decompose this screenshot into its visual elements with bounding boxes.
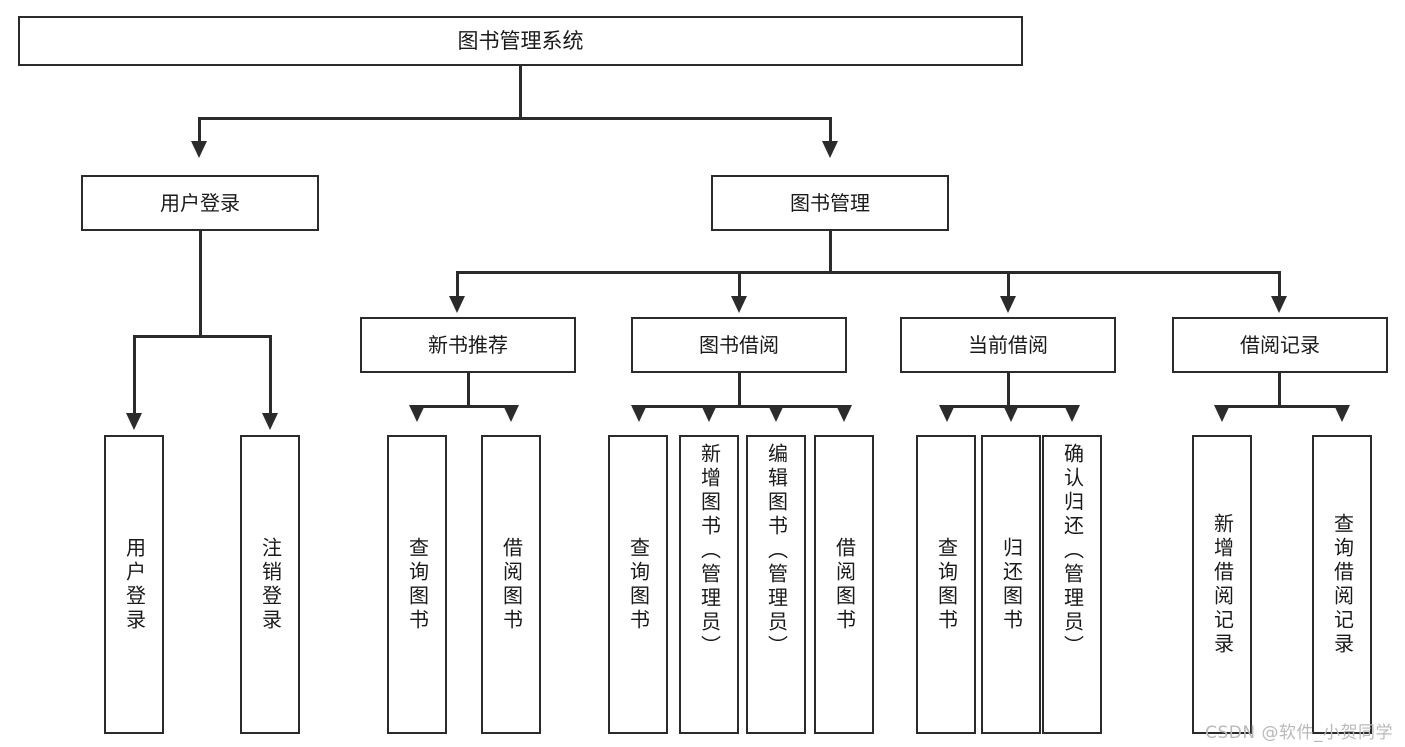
leaf-confirm-return-admin[interactable]: 确认归还（管理员）	[1042, 435, 1102, 734]
arrow-to-leaf-borrow-book-1	[503, 405, 519, 422]
arrow-to-leaf-query-book-2	[631, 405, 647, 422]
leaf-logout[interactable]: 注销登录	[240, 435, 300, 734]
arrow-to-leaf-add-record	[1214, 405, 1230, 422]
leaf-query-book-borrow[interactable]: 查询图书	[608, 435, 668, 734]
connector-level3-drop-1	[456, 271, 459, 298]
connector-level2-drop-1	[198, 117, 201, 143]
arrow-to-leaf-add-book	[701, 405, 717, 422]
connector-new-book-stem	[467, 373, 470, 406]
connector-level3-drop-2	[738, 271, 741, 298]
arrow-to-leaf-user-login	[126, 413, 142, 430]
node-borrow-record[interactable]: 借阅记录	[1172, 317, 1388, 373]
connector-book-borrow-stem	[738, 373, 741, 406]
node-current-borrow[interactable]: 当前借阅	[900, 317, 1116, 373]
arrow-to-leaf-query-record	[1334, 405, 1350, 422]
connector-book-borrow-bus	[638, 405, 844, 408]
connector-root-stem	[519, 66, 522, 117]
arrow-to-new-book-recommend	[449, 296, 465, 313]
leaf-return-book[interactable]: 归还图书	[981, 435, 1041, 734]
connector-user-login-bus	[133, 335, 272, 338]
leaf-query-borrow-record[interactable]: 查询借阅记录	[1312, 435, 1372, 734]
connector-user-login-drop-2	[269, 335, 272, 415]
arrow-to-current-borrow	[1000, 296, 1016, 313]
node-book-borrow[interactable]: 图书借阅	[631, 317, 847, 373]
leaf-user-login[interactable]: 用户登录	[104, 435, 164, 734]
connector-user-login-stem	[199, 231, 202, 335]
connector-current-borrow-stem	[1007, 373, 1010, 406]
leaf-edit-book-admin[interactable]: 编辑图书（管理员）	[746, 435, 806, 734]
node-new-book-recommend[interactable]: 新书推荐	[360, 317, 576, 373]
node-book-management[interactable]: 图书管理	[711, 175, 949, 231]
node-user-login[interactable]: 用户登录	[81, 175, 319, 231]
connector-borrow-record-bus	[1221, 405, 1341, 408]
connector-level3-drop-3	[1007, 271, 1010, 298]
arrow-to-leaf-query-book-1	[409, 405, 425, 422]
leaf-query-book-current[interactable]: 查询图书	[916, 435, 976, 734]
arrow-to-leaf-return-book	[1003, 405, 1019, 422]
leaf-borrow-book-recommend[interactable]: 借阅图书	[481, 435, 541, 734]
arrow-to-leaf-edit-book	[768, 405, 784, 422]
arrow-to-leaf-query-book-3	[939, 405, 955, 422]
leaf-add-book-admin[interactable]: 新增图书（管理员）	[679, 435, 739, 734]
node-root-book-management-system[interactable]: 图书管理系统	[18, 16, 1023, 66]
arrow-to-leaf-borrow-book-2	[836, 405, 852, 422]
connector-level2-bus	[198, 117, 832, 120]
connector-level3-drop-4	[1278, 271, 1281, 298]
connector-new-book-bus	[416, 405, 510, 408]
arrow-to-leaf-confirm-return	[1064, 405, 1080, 422]
connector-level2-drop-2	[829, 117, 832, 143]
connector-borrow-record-stem	[1278, 373, 1281, 406]
connector-book-management-stem	[829, 231, 832, 271]
arrow-to-leaf-logout	[262, 413, 278, 430]
connector-user-login-drop-1	[133, 335, 136, 415]
arrow-to-book-management	[822, 141, 838, 158]
arrow-to-borrow-record	[1271, 296, 1287, 313]
leaf-borrow-book[interactable]: 借阅图书	[814, 435, 874, 734]
leaf-add-borrow-record[interactable]: 新增借阅记录	[1192, 435, 1252, 734]
leaf-query-book-recommend[interactable]: 查询图书	[387, 435, 447, 734]
arrow-to-book-borrow	[731, 296, 747, 313]
arrow-to-user-login	[191, 141, 207, 158]
connector-level3-bus	[456, 271, 1279, 274]
